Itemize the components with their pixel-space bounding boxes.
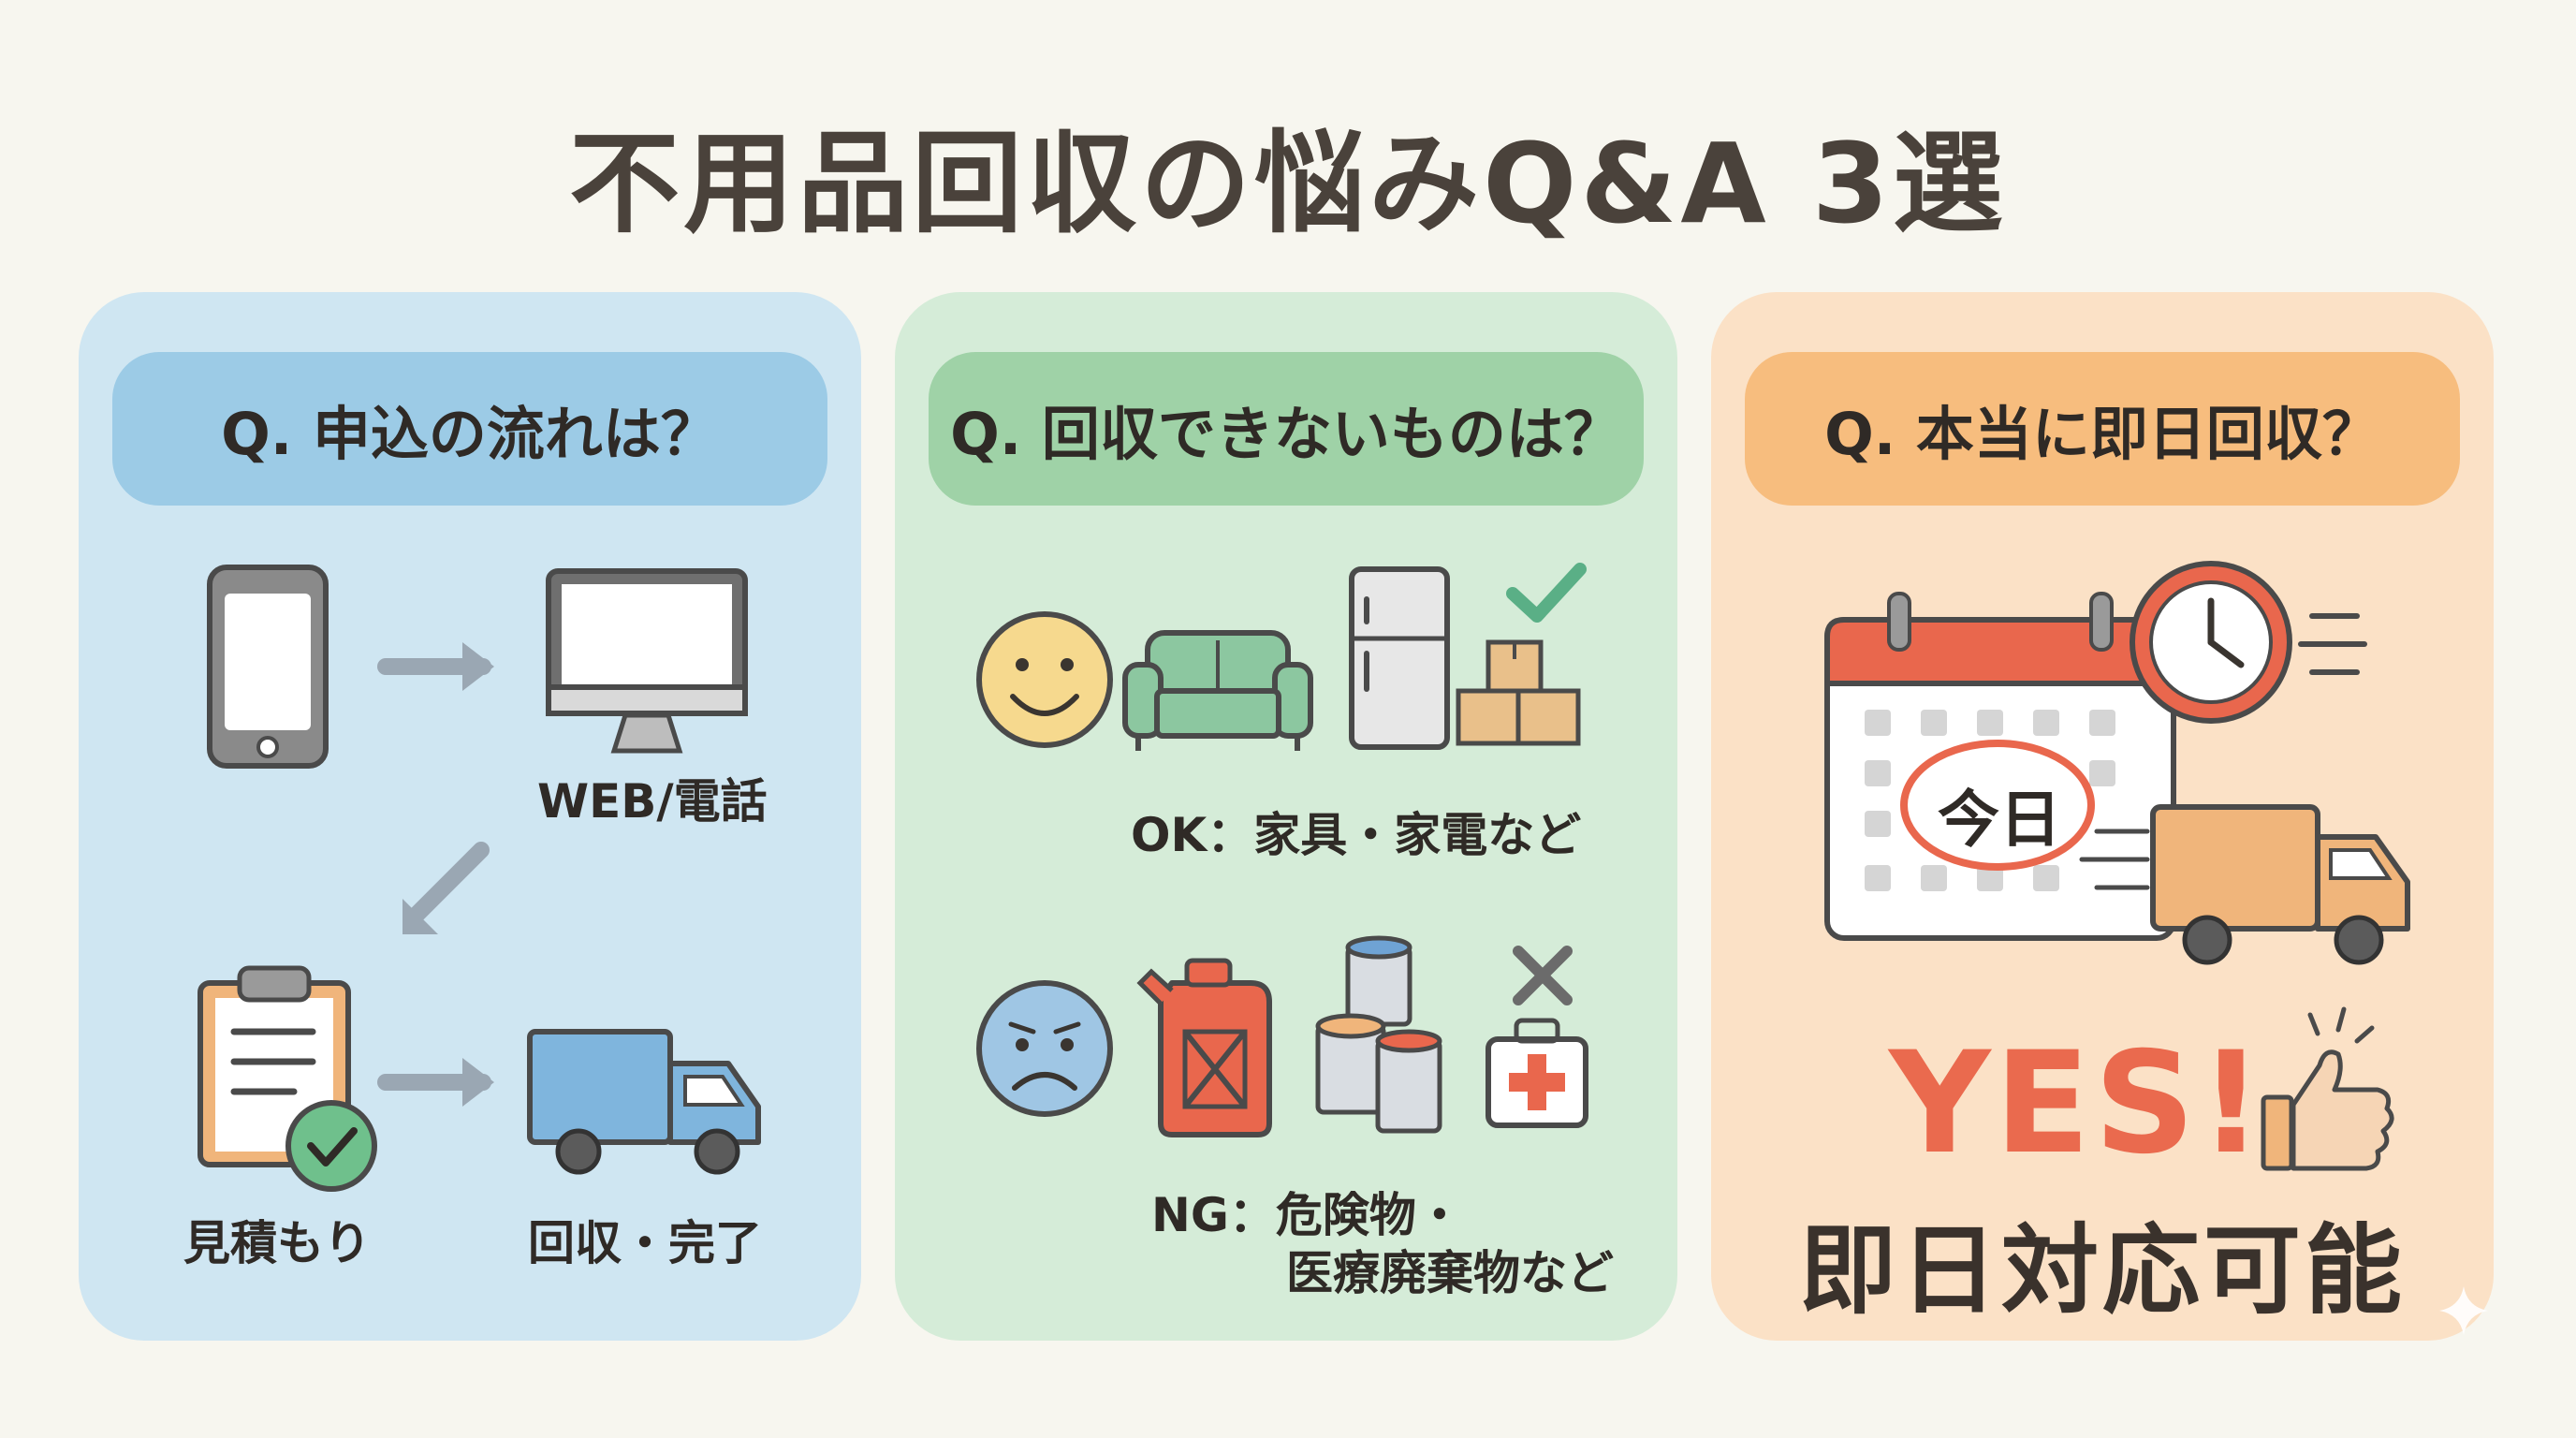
question-bar: Q. 回収できないものは？ (929, 352, 1644, 506)
check-icon (1506, 563, 1587, 623)
smile-face-icon (976, 611, 1113, 748)
panel-non-collectable: Q. 回収できないものは？ (895, 292, 1677, 1341)
cross-icon (1513, 946, 1573, 1005)
question-bar: Q. 本当に即日回収？ (1745, 352, 2460, 506)
sparkle-icon (2439, 1286, 2488, 1335)
arrow-right-icon (377, 1058, 494, 1107)
truck-icon (2079, 804, 2410, 965)
monitor-icon (546, 568, 748, 754)
yes-text: YES! (1889, 1022, 2267, 1185)
thumbs-up-icon (2261, 1006, 2394, 1171)
calendar-today-text: 今日 (1938, 784, 2061, 856)
ok-label: OK：家具・家電など (1131, 808, 1582, 862)
flow-illustration (198, 565, 761, 1192)
fuel-can-icon (1136, 958, 1272, 1137)
clipboard-check-icon (198, 965, 377, 1192)
medical-kit-icon (1486, 1018, 1588, 1128)
arrow-down-left-icon (402, 842, 490, 934)
panel-application-flow: Q. 申込の流れは？ (79, 292, 861, 1341)
speed-lines-icon (2298, 613, 2367, 675)
ng-label-line1: NG：危険物・ (1151, 1188, 1463, 1242)
label-estimate: 見積もり (183, 1216, 371, 1270)
panel-same-day: Q. 本当に即日回収？ (1711, 292, 2494, 1341)
sofa-icon (1122, 630, 1313, 751)
ng-label-line2: 医療廃棄物など (1286, 1246, 1614, 1300)
same-day-answer: 即日対応可能 (1798, 1213, 2406, 1328)
paint-cans-icon (1315, 935, 1442, 1134)
items-illustration (976, 563, 1588, 1137)
refrigerator-icon (1349, 566, 1450, 750)
smartphone-icon (207, 565, 329, 769)
boxes-icon (1456, 639, 1581, 746)
label-web-phone: WEB/電話 (537, 774, 768, 829)
page-title: 不用品回収の悩みQ&A 3選 (569, 119, 2007, 248)
sad-face-icon (976, 980, 1113, 1117)
arrow-right-icon (377, 642, 494, 691)
same-day-illustration (1824, 561, 2410, 1171)
question-bar: Q. 申込の流れは？ (112, 352, 827, 506)
clock-icon (2130, 561, 2292, 724)
label-collect-done: 回収・完了 (528, 1216, 762, 1270)
truck-icon (527, 1029, 761, 1175)
